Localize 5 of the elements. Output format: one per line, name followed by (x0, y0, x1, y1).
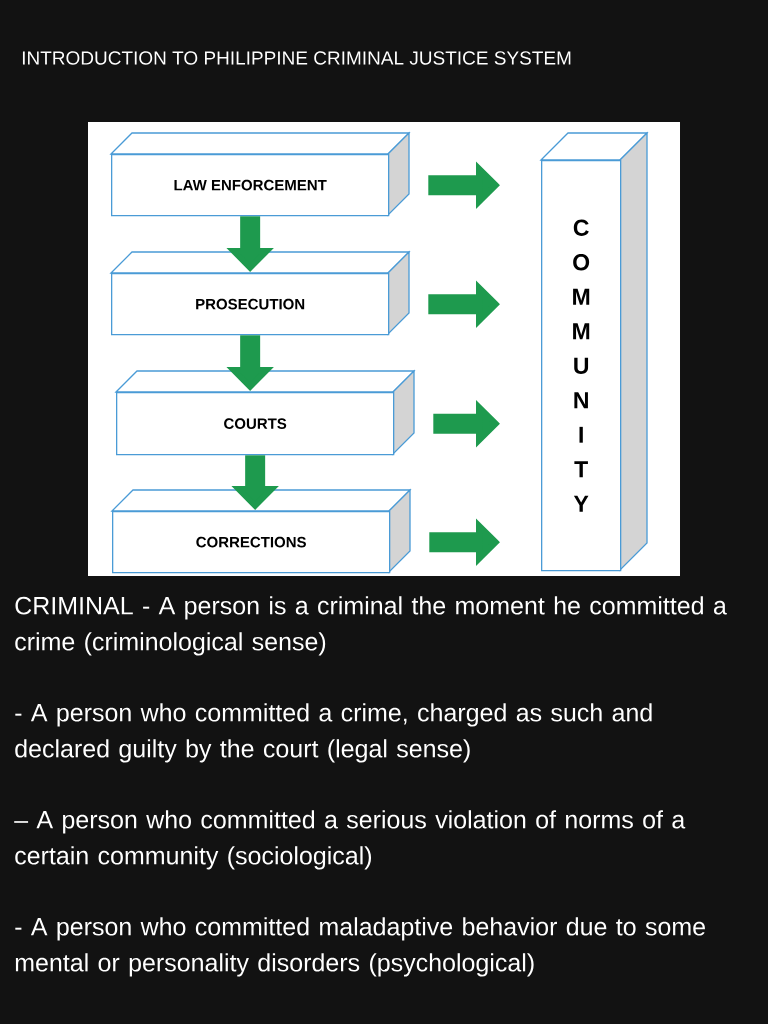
body-text: - A person who committed maladaptive behavior due to some mental or personality disorders (psychological) (15, 917, 705, 977)
body-text: – A person who committed a serious violation of norms of a certain community (sociological) (14, 810, 686, 870)
slide-title: INTRODUCTION TO PHILIPPINE CRIMINAL JUSTICE SYSTEM (22, 51, 571, 65)
body-text: - A person who committed a crime, charged as such and declared guilty by the court (legal sense) (15, 703, 652, 763)
body-text: CRIMINAL - A person is a criminal the moment he committed a crime (criminological sense) (15, 596, 727, 656)
